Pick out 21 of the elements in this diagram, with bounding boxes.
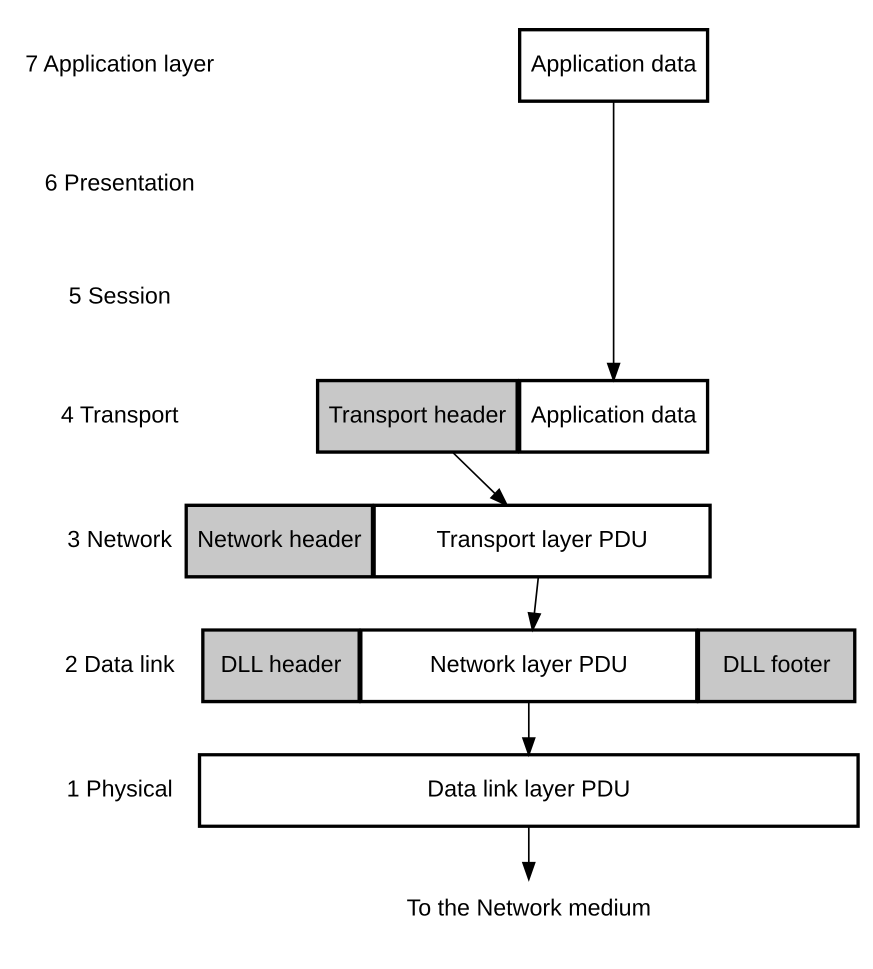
node-text: To the Network medium: [406, 894, 651, 921]
node-box: DLL header: [201, 628, 361, 704]
node-box: Transport layer PDU: [372, 504, 712, 578]
label: 3 Network: [67, 526, 172, 552]
label: 6 Presentation: [44, 169, 195, 196]
arrow: [606, 102, 621, 383]
arrow: [527, 577, 542, 632]
label: 7 Application layer: [25, 50, 214, 77]
node-box: Application data: [518, 378, 710, 454]
node-box: Network layer PDU: [359, 628, 698, 704]
node-box: DLL footer: [696, 628, 856, 704]
arrow: [522, 702, 536, 758]
node-box: Data link layer PDU: [198, 753, 860, 828]
node-box: Network header: [184, 504, 374, 578]
node-box: Transport header: [316, 378, 519, 454]
arrow: [522, 826, 536, 882]
node-box: Application data: [518, 28, 710, 103]
label: 2 Data link: [64, 650, 175, 677]
label: 5 Session: [68, 282, 171, 309]
label: 1 Physical: [66, 776, 173, 802]
label: 4 Transport: [60, 401, 179, 428]
